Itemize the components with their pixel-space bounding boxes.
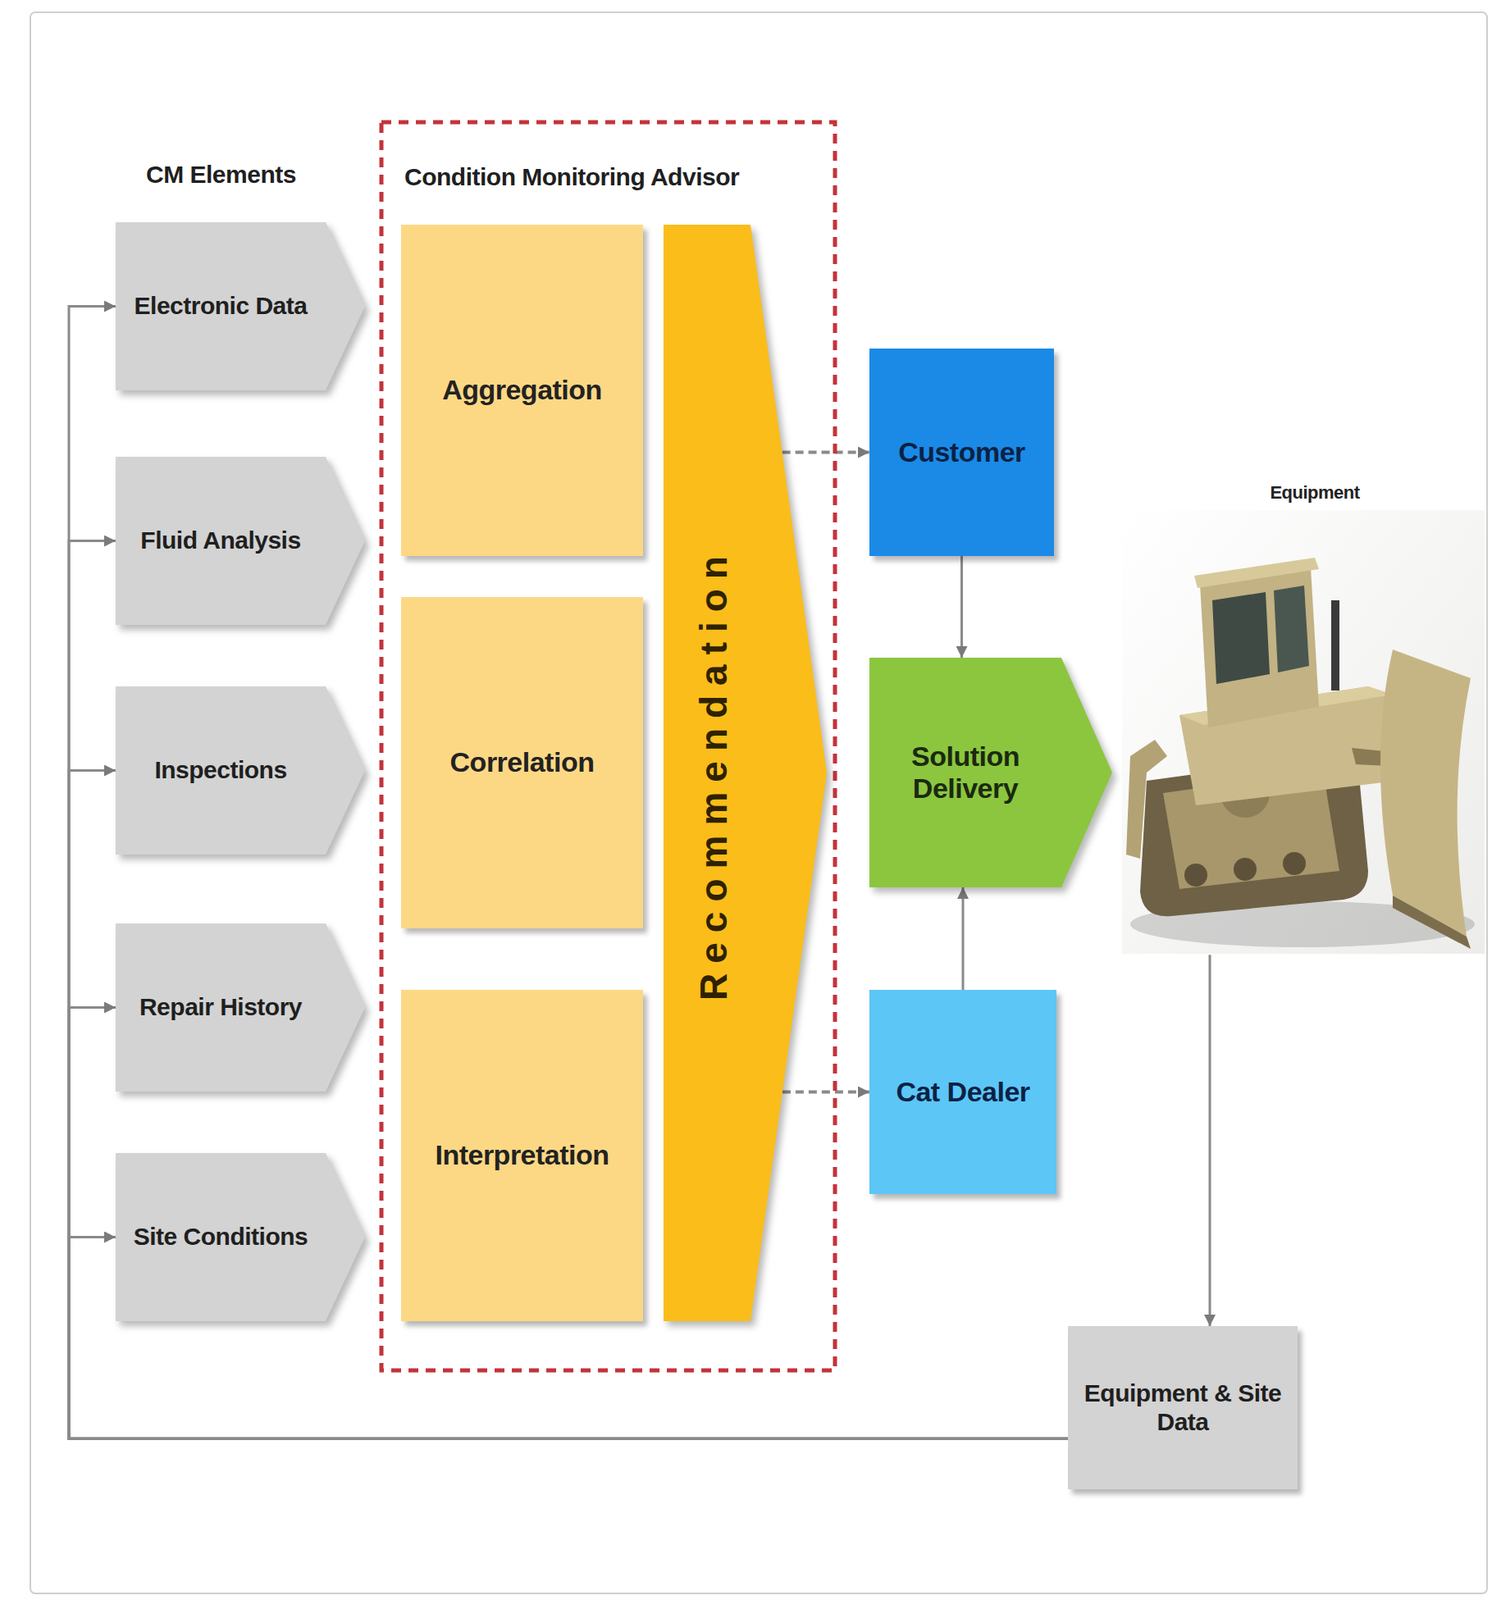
- shape-fill: [115, 686, 365, 855]
- photo-ground: [1122, 510, 1485, 954]
- text-area: Electronic Data: [115, 222, 326, 391]
- node-text: Repair History: [139, 993, 302, 1022]
- node-text: Fluid Analysis: [140, 526, 301, 556]
- stakeholder-box: Customer: [869, 348, 1054, 557]
- node-text: Equipment & Site Data: [1076, 1379, 1290, 1437]
- shape-outline: [663, 224, 827, 1322]
- roller: [1184, 863, 1208, 887]
- process-box: Aggregation: [401, 224, 644, 557]
- blade-edge: [1392, 895, 1471, 949]
- shape-fill: [115, 222, 365, 391]
- cm-element-arrow: Fluid Analysis: [115, 456, 365, 626]
- data-box: Equipment & Site Data: [1067, 1326, 1298, 1490]
- text-area: Cat Dealer: [869, 990, 1057, 1195]
- connector: [960, 556, 963, 658]
- advisor-group: AggregationCorrelationInterpretation Reco…: [379, 120, 837, 1373]
- text-area: Equipment: [1204, 475, 1426, 510]
- node-text: Aggregation: [442, 374, 603, 407]
- text-area: Fluid Analysis: [115, 456, 326, 626]
- text-area: Repair History: [115, 923, 326, 1092]
- node-text: Cat Dealer: [895, 1076, 1030, 1109]
- shape-fill: [115, 1153, 365, 1322]
- node-text: Electronic Data: [134, 291, 308, 321]
- exhaust-stack: [1331, 600, 1340, 691]
- text-area: Recommendation: [663, 224, 764, 1322]
- cm-element-arrow: Site Conditions: [115, 1153, 365, 1322]
- text-area: Aggregation: [401, 224, 644, 557]
- text-area: Customer: [869, 348, 1054, 557]
- roller: [1282, 852, 1306, 876]
- node-text: Equipment: [1269, 482, 1360, 503]
- cab: [1199, 567, 1319, 728]
- node-text: Interpretation: [434, 1139, 609, 1172]
- text-area: Solution Delivery: [869, 657, 1062, 888]
- cm-element-arrow: Repair History: [115, 923, 365, 1092]
- connector: [782, 1090, 870, 1095]
- connector: [962, 887, 965, 991]
- stakeholder-box: Cat Dealer: [869, 990, 1057, 1195]
- cab-window: [1273, 585, 1310, 673]
- text-area: Correlation: [401, 597, 644, 929]
- node-text: Condition Monitoring Advisor: [404, 163, 740, 192]
- node-text: Recommendation: [692, 546, 736, 1001]
- node-text: Correlation: [450, 746, 595, 779]
- bulldozer-illustration: [1122, 510, 1485, 954]
- solution-arrow: Solution Delivery: [869, 657, 1113, 888]
- blade: [1380, 649, 1471, 937]
- node-text: Inspections: [154, 756, 287, 785]
- cm-element-arrow: Electronic Data: [115, 222, 365, 391]
- recommendation-arrow: Recommendation: [663, 224, 827, 1322]
- equipment-picture: Equipment: [1122, 475, 1485, 955]
- shape-fill: [115, 456, 365, 626]
- dashed-border: [381, 122, 835, 1371]
- connector: [1209, 954, 1212, 1327]
- text-area: Inspections: [115, 686, 326, 855]
- node-text: Solution Delivery: [877, 740, 1054, 805]
- cm-element-arrow: Inspections: [115, 686, 365, 855]
- connector: [782, 451, 870, 455]
- node-text: Customer: [898, 436, 1026, 469]
- cab-window: [1212, 592, 1270, 685]
- shape-fill: [115, 923, 365, 1092]
- text-area: Interpretation: [401, 990, 644, 1322]
- text-area: Equipment & Site Data: [1067, 1326, 1298, 1490]
- shape-fill: [663, 224, 827, 1322]
- node-text: Site Conditions: [133, 1222, 309, 1252]
- text-area: Condition Monitoring Advisor: [396, 158, 823, 205]
- text-area: Site Conditions: [115, 1153, 326, 1322]
- roller: [1233, 857, 1257, 881]
- process-box: Correlation: [401, 597, 644, 929]
- group-heading: CM Elements: [145, 160, 297, 189]
- shape-fill: [869, 657, 1113, 888]
- process-box: Interpretation: [401, 990, 644, 1322]
- cab-roof: [1194, 557, 1319, 589]
- outer-frame: [30, 12, 1488, 1594]
